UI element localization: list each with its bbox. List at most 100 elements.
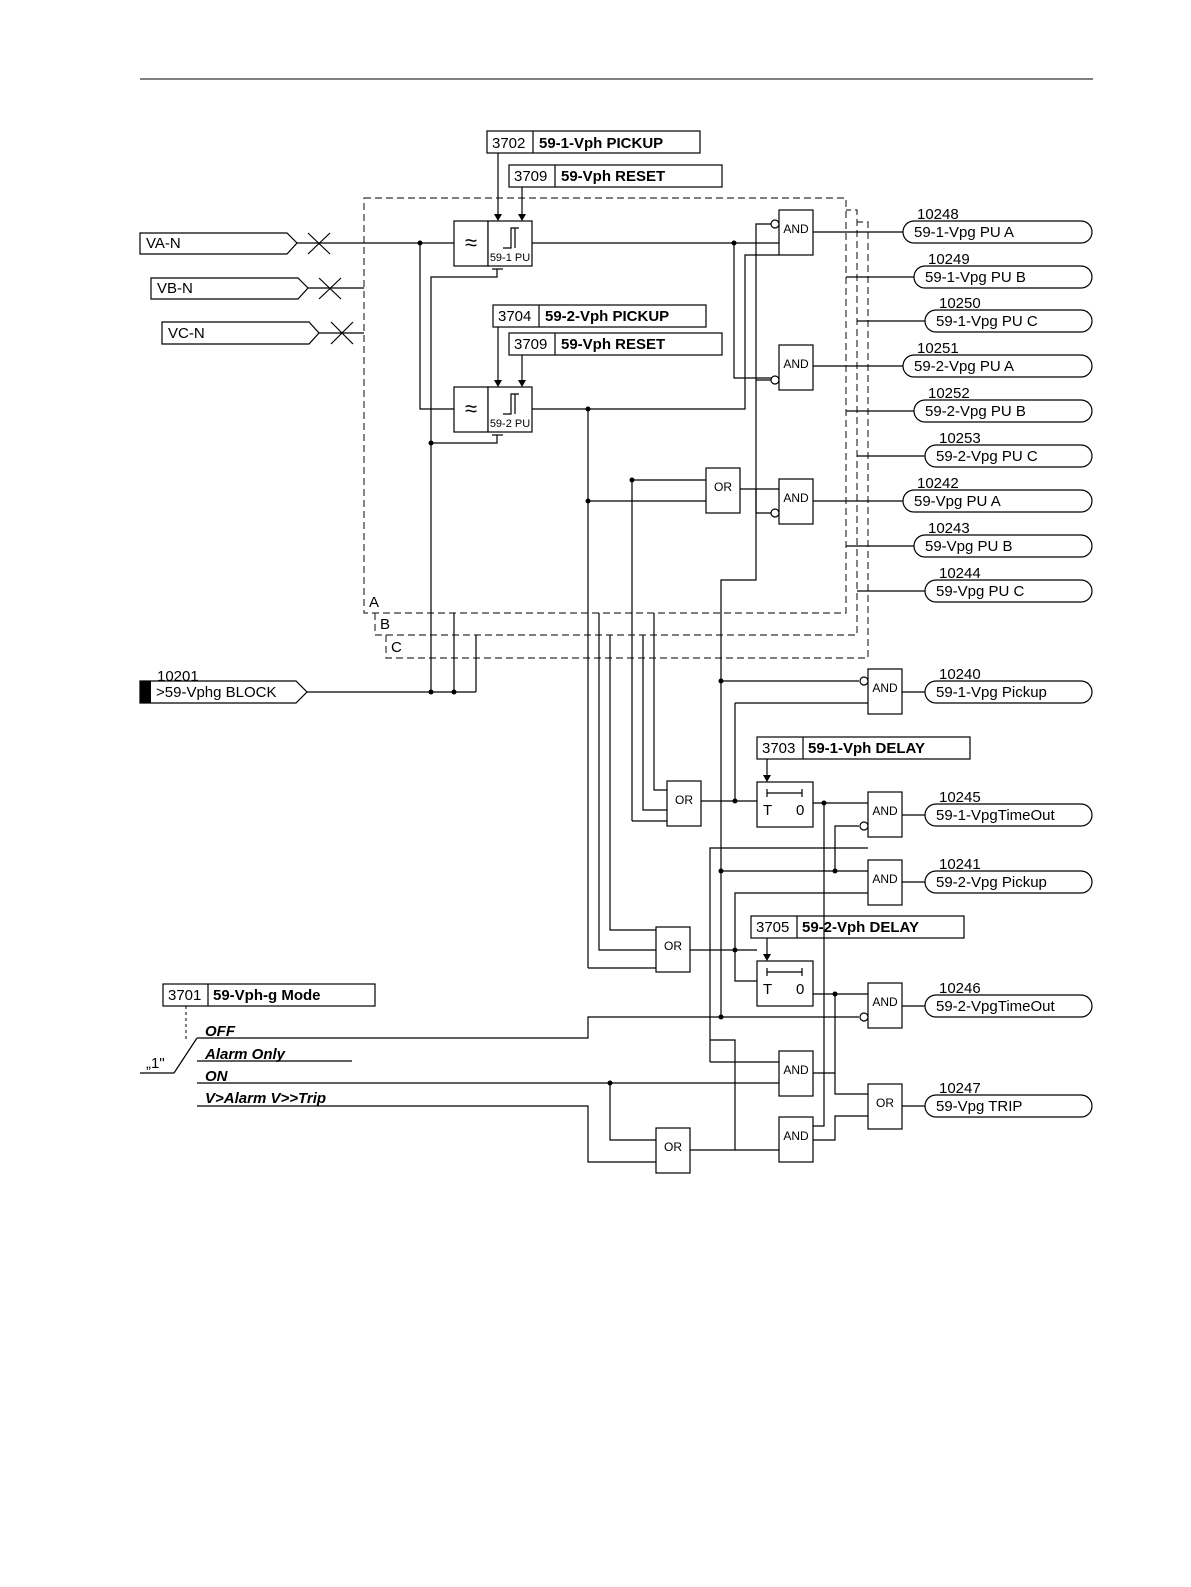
- svg-text:OR: OR: [664, 939, 682, 953]
- and-gate-timeout-1: AND: [859, 791, 903, 838]
- input-vc: VC-N: [161, 321, 364, 345]
- svg-text:VA-N: VA-N: [146, 235, 181, 252]
- mode-option-off: OFF: [205, 1023, 236, 1040]
- output-number: 10253: [939, 430, 981, 447]
- and-gate-pickup-2: AND: [867, 859, 903, 906]
- svg-text:AND: AND: [783, 222, 809, 236]
- output-number: 10240: [939, 666, 981, 683]
- mode-option-on: ON: [205, 1068, 229, 1085]
- svg-text:59-Vph RESET: 59-Vph RESET: [561, 168, 665, 185]
- svg-text:3704: 3704: [498, 308, 531, 325]
- svg-text:3705: 3705: [756, 919, 789, 936]
- svg-text:AND: AND: [872, 995, 898, 1009]
- svg-text:OR: OR: [675, 793, 693, 807]
- param-3703: 3703 59-1-Vph DELAY: [756, 736, 971, 760]
- output-label: 59-2-Vpg PU B: [925, 403, 1026, 420]
- svg-text:OR: OR: [876, 1096, 894, 1110]
- output-number: 10244: [939, 565, 981, 582]
- phase-frame-c: [385, 221, 869, 659]
- output-number: 10246: [939, 980, 981, 997]
- svg-text:3701: 3701: [168, 987, 201, 1004]
- output-number: 10252: [928, 385, 970, 402]
- svg-text:AND: AND: [872, 804, 898, 818]
- output-number: 10251: [917, 340, 959, 357]
- output-number: 10249: [928, 251, 970, 268]
- phase-label-b: B: [380, 616, 390, 633]
- setting-arrows: [494, 153, 771, 961]
- and-gate-trip-2: AND: [778, 1116, 814, 1163]
- svg-text:59-1-Vph DELAY: 59-1-Vph DELAY: [808, 740, 925, 757]
- output-label: 59-Vpg PU C: [936, 583, 1025, 600]
- and-gate-pu2a: AND: [770, 344, 814, 391]
- filter-icon: ≈: [465, 230, 477, 255]
- and-gate-trip-1: AND: [778, 1050, 814, 1097]
- param-3709-b: 3709 59-Vph RESET: [508, 332, 723, 356]
- output-label: 59-2-VpgTimeOut: [936, 998, 1055, 1015]
- output-number: 10243: [928, 520, 970, 537]
- output-number: 10241: [939, 856, 981, 873]
- svg-text:T: T: [763, 802, 772, 819]
- param-3709-a: 3709 59-Vph RESET: [508, 164, 723, 188]
- svg-text:T: T: [763, 981, 772, 998]
- timer-59-2: T 0: [756, 960, 814, 1007]
- output-label: 59-Vpg PU B: [925, 538, 1013, 555]
- or-gate-pu: OR: [705, 467, 741, 514]
- svg-text:OR: OR: [664, 1140, 682, 1154]
- or-gate-timer-1: OR: [666, 780, 702, 827]
- phase-frame-a: [363, 197, 847, 614]
- param-3702: 3702 59-1-Vph PICKUP: [486, 130, 701, 154]
- svg-text:VC-N: VC-N: [168, 325, 205, 342]
- svg-text:OR: OR: [714, 480, 732, 494]
- mode-selector: „1" OFF Alarm Only ON V>Alarm V>>Trip: [140, 1006, 352, 1107]
- param-3701: 3701 59-Vph-g Mode: [162, 983, 376, 1007]
- output-label: 59-1-Vpg PU A: [914, 224, 1014, 241]
- svg-text:3703: 3703: [762, 740, 795, 757]
- phase-label-a: A: [369, 594, 379, 611]
- phase-frame-b: [374, 209, 858, 636]
- svg-text:59-2-Vph PICKUP: 59-2-Vph PICKUP: [545, 308, 669, 325]
- mode-option-alarm-trip: V>Alarm V>>Trip: [205, 1090, 326, 1107]
- pickup-element-59-2: ≈ 59-2 PU: [453, 386, 533, 433]
- svg-text:AND: AND: [783, 357, 809, 371]
- wires-outputs: [813, 231, 925, 592]
- output-label: 59-1-Vpg Pickup: [936, 684, 1047, 701]
- output-label: 59-2-Vpg PU A: [914, 358, 1014, 375]
- input-vb: VB-N: [150, 277, 364, 300]
- pickup-element-59-1: ≈ 59-1 PU: [453, 220, 533, 267]
- output-label: 59-1-Vpg PU B: [925, 269, 1026, 286]
- svg-text:AND: AND: [783, 1129, 809, 1143]
- param-3704: 3704 59-2-Vph PICKUP: [492, 304, 707, 328]
- input-block: 10201 >59-Vphg BLOCK: [139, 668, 476, 704]
- output-number: 10248: [917, 206, 959, 223]
- and-gate-pua: AND: [770, 478, 814, 525]
- or-gate-timer-2: OR: [655, 926, 691, 973]
- input-va: VA-N: [139, 232, 454, 255]
- and-gate-pu1a: AND: [770, 209, 814, 256]
- wires-lower: [197, 613, 925, 1163]
- output-label: 59-Vpg PU A: [914, 493, 1001, 510]
- svg-text:3709: 3709: [514, 168, 547, 185]
- block-lines: [428, 268, 503, 695]
- and-gate-timeout-2: AND: [859, 982, 903, 1029]
- output-label: 59-1-VpgTimeOut: [936, 807, 1055, 824]
- param-3705: 3705 59-2-Vph DELAY: [750, 915, 965, 939]
- output-label: 59-Vpg TRIP: [936, 1098, 1022, 1115]
- output-number: 10250: [939, 295, 981, 312]
- svg-text:59-1-Vph PICKUP: 59-1-Vph PICKUP: [539, 135, 663, 152]
- svg-text:0: 0: [796, 981, 804, 998]
- or-gate-mode: OR: [655, 1127, 691, 1174]
- svg-text:AND: AND: [783, 1063, 809, 1077]
- mode-option-alarm-only: Alarm Only: [204, 1046, 286, 1063]
- output-label: 59-2-Vpg Pickup: [936, 874, 1047, 891]
